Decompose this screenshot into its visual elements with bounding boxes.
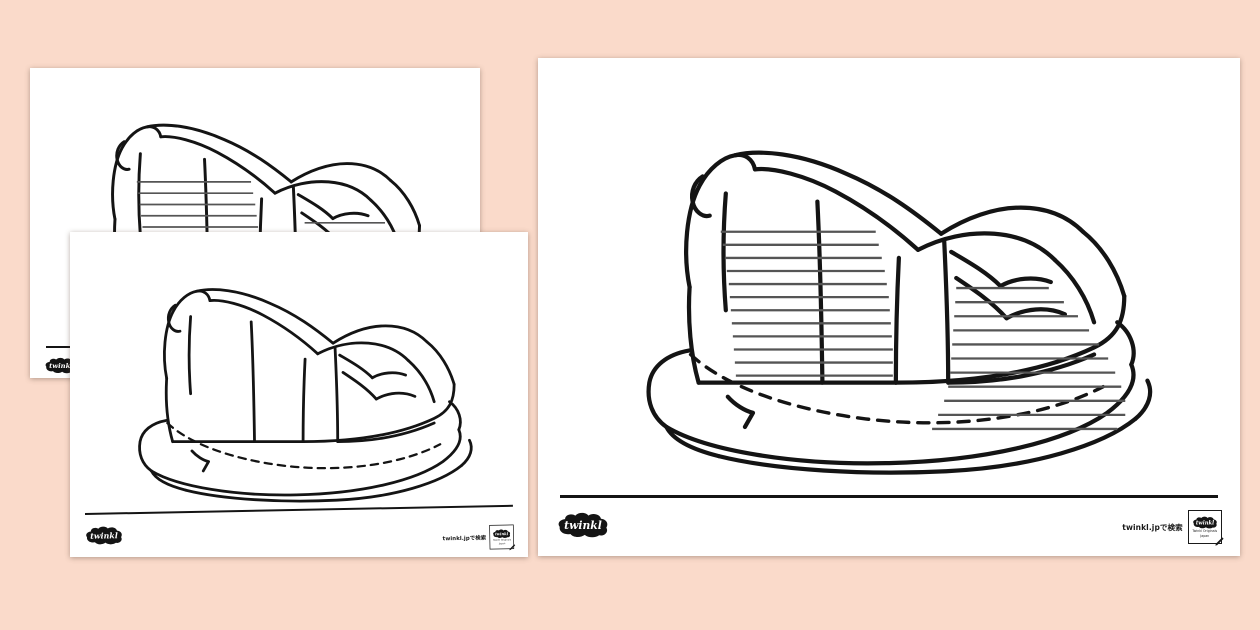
badge-search-text: twinkl.jpで検索 <box>1122 522 1183 532</box>
main-worksheet-page[interactable]: twinkl twinkl.jpで検索 twinkl Twinkl Origin… <box>538 58 1240 556</box>
badge-caption-2: Japan <box>1200 533 1210 538</box>
shoe-illustration-plain <box>97 242 509 522</box>
twinkl-search-badge[interactable]: twinkl.jpで検索 twinkl Twinkl Originals Jap… <box>1122 510 1225 547</box>
twinkl-logo-icon[interactable]: twinkl <box>44 357 78 374</box>
twinkl-logo-icon[interactable]: twinkl <box>556 512 610 538</box>
shoe-illustration-lined <box>594 73 1198 511</box>
svg-text:twinkl: twinkl <box>495 531 509 536</box>
main-page-inner: twinkl twinkl.jpで検索 twinkl Twinkl Origin… <box>538 58 1240 556</box>
twinkl-logo-icon[interactable]: twinkl <box>84 526 124 546</box>
middle-worksheet-page[interactable]: twinkl twinkl.jpで検索 twinkl Twinkl Origin… <box>70 232 528 557</box>
writing-lines-lower <box>932 286 1126 431</box>
twinkl-mini-logo-icon: twinkl <box>1192 516 1218 529</box>
svg-text:twinkl: twinkl <box>90 531 118 541</box>
badge-box: twinkl Twinkl Originals Japan <box>1187 510 1225 547</box>
svg-text:twinkl: twinkl <box>564 519 602 532</box>
svg-text:twinkl: twinkl <box>1196 520 1214 526</box>
twinkl-mini-logo-icon: twinkl <box>492 529 511 539</box>
badge-caption-1: Twinkl Originals <box>1192 528 1218 533</box>
middle-page-inner: twinkl twinkl.jpで検索 twinkl Twinkl Origin… <box>70 232 528 557</box>
badge-search-text: twinkl.jpで検索 <box>442 534 487 542</box>
badge-box: twinkl Twinkl Originals Japan <box>489 524 516 551</box>
pencil-corner-icon <box>1214 536 1225 547</box>
pencil-corner-icon <box>508 543 516 551</box>
svg-text:twinkl: twinkl <box>49 362 73 370</box>
writing-lines-upper <box>720 230 893 377</box>
footer-rule <box>559 495 1219 498</box>
badge-caption-2: Japan <box>498 541 506 545</box>
twinkl-search-badge[interactable]: twinkl.jpで検索 twinkl Twinkl Originals Jap… <box>442 524 516 551</box>
